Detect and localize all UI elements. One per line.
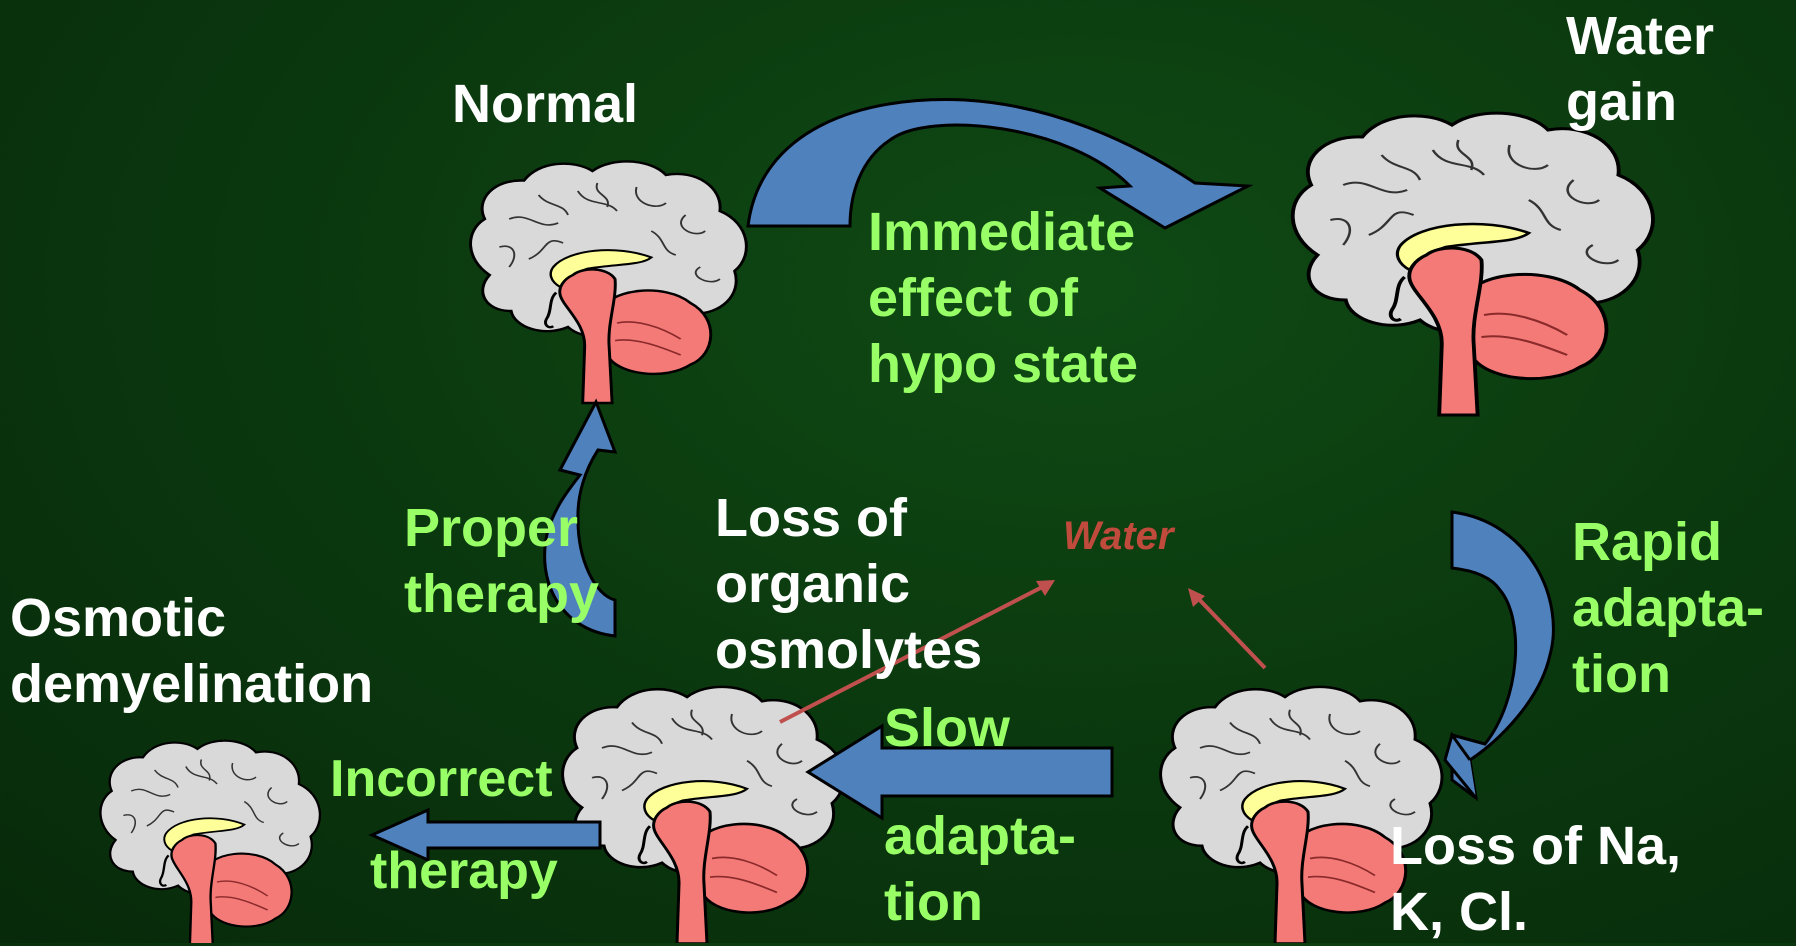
- label-loss-na: Loss of Na, K, Cl.: [1390, 814, 1681, 946]
- label-osmotic-demyelination: Osmotic demyelination: [10, 586, 373, 718]
- brain-osmotic-demyelination: [100, 741, 320, 943]
- label-incorrect-therapy: therapy: [370, 840, 558, 903]
- label-proper-therapy: Proper therapy: [404, 496, 599, 628]
- label-incorrect: Incorrect: [330, 748, 553, 811]
- label-normal: Normal: [452, 72, 638, 138]
- label-slow: Slow: [884, 696, 1010, 762]
- brain-normal: [471, 161, 747, 403]
- label-loss-organic: Loss of organic osmolytes: [715, 486, 982, 684]
- brain-icon: [563, 687, 844, 943]
- label-water-gain: Water gain: [1566, 4, 1714, 136]
- brain-loss-organic: [563, 687, 844, 943]
- label-immediate-effect: Immediate effect of hypo state: [868, 200, 1138, 398]
- brain-icon: [100, 741, 320, 943]
- water-arrow-right: [1192, 592, 1265, 668]
- label-water: Water: [1063, 512, 1173, 561]
- brain-water-gain: [1293, 113, 1653, 415]
- label-slow-adaptation: adapta- tion: [884, 804, 1076, 936]
- brain-icon: [1293, 113, 1653, 415]
- brain-icon: [471, 161, 747, 403]
- label-rapid-adaptation: Rapid adapta- tion: [1572, 510, 1764, 708]
